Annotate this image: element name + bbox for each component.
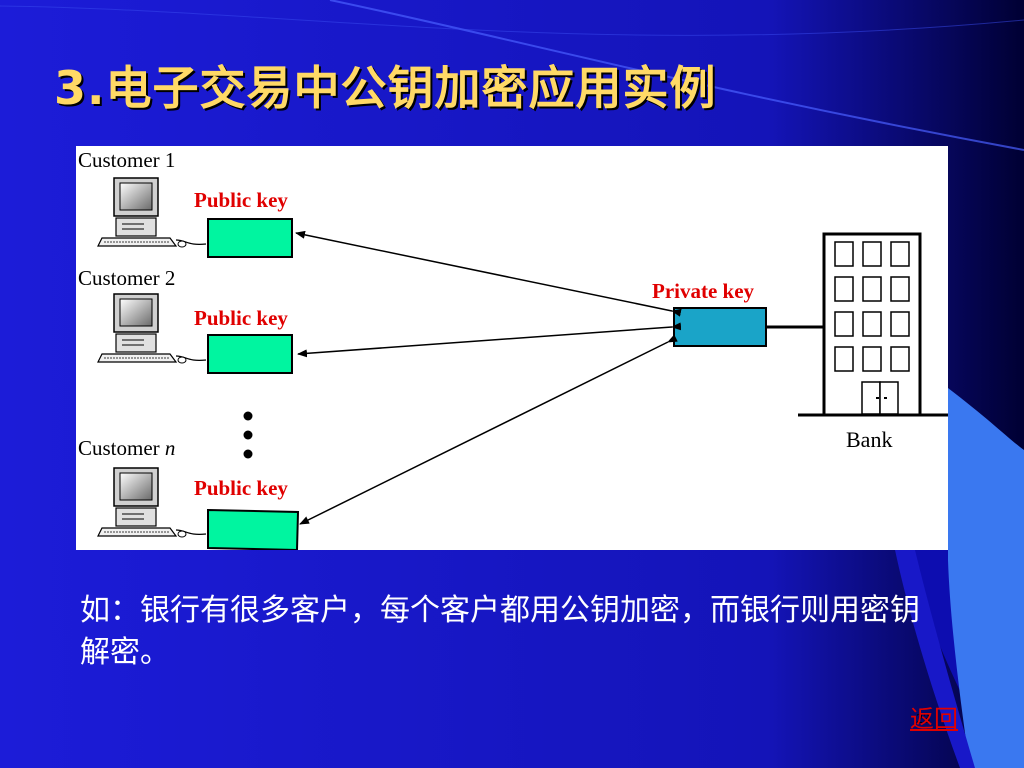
arrow-to-public-key-1 — [295, 230, 682, 317]
back-link[interactable]: 返回 — [910, 705, 958, 733]
customer-n-label: Customer n — [78, 436, 175, 460]
public-key-label-2: Public key — [194, 306, 288, 330]
public-key-box — [207, 218, 293, 258]
customer-n-variable: n — [164, 436, 176, 460]
slide-title: 3.电子交易中公钥加密应用实例 — [54, 61, 717, 115]
bank-label: Bank — [846, 427, 893, 452]
public-key-label-n: Public key — [194, 476, 288, 500]
public-key-box — [207, 334, 293, 374]
public-key-label-1: Public key — [194, 188, 288, 212]
customer-1-label: Customer 1 — [78, 148, 176, 172]
diagram-graphics — [97, 177, 948, 550]
computer-icon — [97, 467, 207, 538]
arrow-to-public-key-2 — [297, 322, 682, 358]
page-number: 23 — [916, 712, 930, 727]
slide-caption: 如：银行有很多客户，每个客户都用公钥加密，而银行则用密钥解密。 — [80, 593, 920, 670]
ellipsis-dots — [243, 411, 253, 459]
customer-2-label: Customer 2 — [78, 266, 176, 290]
customer-n-label-prefix: Customer — [78, 436, 165, 460]
private-key-label: Private key — [652, 279, 755, 303]
computer-icon — [97, 177, 207, 248]
arrow-to-public-key-n — [299, 334, 678, 525]
public-key-box — [207, 508, 300, 550]
bank-building-icon — [798, 232, 948, 417]
public-key-encryption-diagram: Customer 1 Public key Customer 2 Public … — [76, 146, 948, 550]
computer-icon — [97, 293, 207, 364]
private-key-box — [673, 307, 767, 347]
